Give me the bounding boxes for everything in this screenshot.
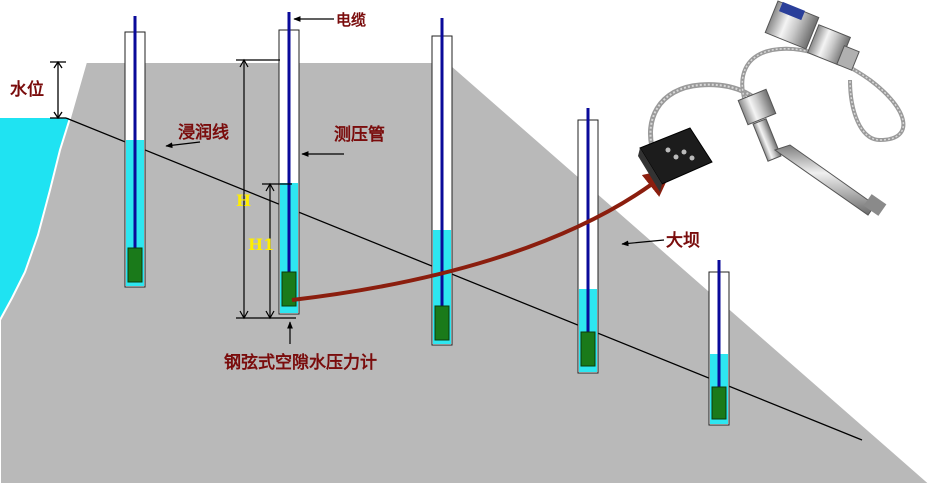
h1-dimension bbox=[262, 182, 292, 320]
sensor-5 bbox=[711, 386, 727, 420]
phreatic-line-label: 浸润线 bbox=[178, 122, 229, 143]
dam-label: 大坝 bbox=[666, 230, 700, 251]
dam-body bbox=[0, 61, 933, 485]
piezometer-tube-2 bbox=[278, 12, 300, 315]
dam-pointer bbox=[621, 239, 665, 247]
water-level-marker bbox=[50, 60, 66, 120]
water-level-label: 水位 bbox=[10, 79, 44, 100]
sensor-2 bbox=[281, 271, 297, 307]
reservoir-water bbox=[0, 118, 70, 320]
h-dimension bbox=[236, 58, 296, 320]
sensor-4 bbox=[580, 331, 596, 367]
cable-label: 电缆 bbox=[336, 11, 366, 29]
piezometer-tube-3 bbox=[431, 18, 453, 346]
phreatic-line-pointer bbox=[165, 141, 201, 149]
sensor-3 bbox=[434, 305, 450, 341]
piezometer-tube-4 bbox=[577, 108, 599, 374]
piezometer-tube-label: 测压管 bbox=[334, 124, 385, 145]
piezometer-tube-5 bbox=[708, 260, 730, 426]
sensor-1 bbox=[127, 247, 143, 283]
h1-label: H1 bbox=[248, 235, 274, 254]
sensor-to-device-arrow bbox=[291, 168, 673, 302]
sensor-name-label: 钢弦式空隙水压力计 bbox=[224, 352, 377, 373]
junction-box-icon bbox=[638, 127, 713, 192]
h-label: H bbox=[236, 191, 251, 210]
piezometer-tube-1 bbox=[124, 16, 146, 288]
pressure-transducer-device-icon bbox=[638, 0, 906, 216]
